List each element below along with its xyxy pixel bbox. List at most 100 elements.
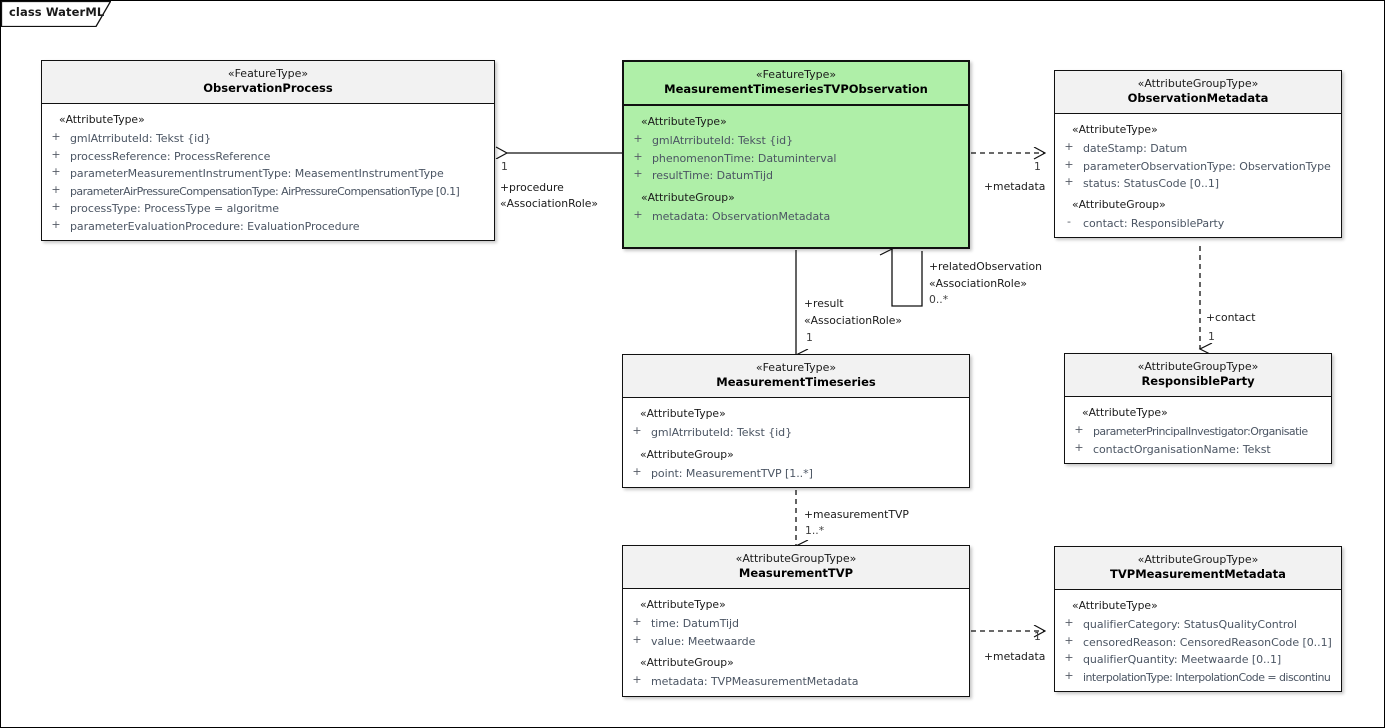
attribute-group-label: «AttributeGroup» — [641, 190, 735, 204]
class-name: MeasurementTimeseries — [716, 375, 876, 389]
attribute-row[interactable]: + phenomenonTime: Datuminterval — [628, 148, 964, 166]
attribute-row[interactable]: + resultTime: DatumTijd — [628, 165, 964, 183]
class-body: «AttributeType» + qualifierCategory: Sta… — [1055, 590, 1341, 691]
attribute-row[interactable]: + status: StatusCode [0..1] — [1059, 173, 1337, 191]
attribute-row[interactable]: + time: DatumTijd — [627, 613, 965, 631]
attribute-text: parameterObservationType: ObservationTyp… — [1083, 159, 1331, 173]
class-header: «FeatureType» MeasurementTimeseriesTVPOb… — [624, 62, 968, 106]
class-stereotype: «FeatureType» — [755, 68, 837, 81]
class-name: MeasurementTVP — [738, 566, 854, 580]
class-measurement-timeseries-tvp-observation[interactable]: «FeatureType» MeasurementTimeseriesTVPOb… — [622, 60, 970, 249]
class-stereotype: «AttributeGroupType» — [1137, 77, 1259, 90]
attribute-row[interactable]: + parameterEvaluationProcedure: Evaluati… — [46, 216, 490, 234]
attribute-visibility: + — [1064, 157, 1074, 171]
attribute-row[interactable]: + dateStamp: Datum — [1059, 138, 1337, 156]
connector-procedure-role: +procedure — [500, 181, 564, 194]
class-measurement-tvp[interactable]: «AttributeGroupType» MeasurementTVP «Att… — [622, 545, 970, 697]
attribute-text: time: DatumTijd — [651, 617, 739, 630]
class-name: TVPMeasurementMetadata — [1110, 567, 1286, 581]
class-body-spacer — [628, 223, 964, 240]
class-body: «AttributeType» + dateStamp: Datum + par… — [1055, 114, 1341, 237]
attribute-row[interactable]: + parameterAirPressureCompensationType: … — [46, 181, 490, 199]
attribute-row[interactable]: + gmlAtrributeId: Tekst {id} — [627, 422, 965, 440]
attribute-row[interactable]: + qualifierQuantity: Meetwaarde [0..1] — [1059, 649, 1337, 667]
attribute-text: contactOrganisationName: Tekst — [1093, 442, 1271, 456]
class-body: «AttributeType» + parameterPrincipalInve… — [1065, 397, 1331, 463]
connector-related-observation-multiplicity: 0..* — [929, 293, 949, 306]
class-header: «FeatureType» MeasurementTimeseries — [623, 355, 969, 398]
attribute-group-label: «AttributeGroup» — [640, 656, 734, 669]
attribute-row[interactable]: + interpolationType: InterpolationCode =… — [1059, 667, 1337, 685]
attribute-text: parameterAirPressureCompensationType: Ai… — [70, 184, 460, 198]
attribute-visibility: + — [51, 200, 61, 213]
class-body: «AttributeType» + time: DatumTijd + valu… — [623, 589, 969, 696]
class-header: «AttributeGroupType» MeasurementTVP — [623, 546, 969, 589]
attribute-visibility: + — [1064, 616, 1074, 629]
attribute-visibility: - — [1067, 214, 1071, 228]
attribute-visibility: + — [1064, 175, 1074, 188]
attribute-text: metadata: TVPMeasurementMetadata — [651, 675, 859, 688]
attribute-visibility: + — [1074, 440, 1084, 454]
attribute-text: gmlAtrributeId: Tekst {id} — [70, 132, 212, 145]
attribute-group-label: «AttributeGroup» — [640, 447, 734, 461]
attribute-row[interactable]: + metadata: TVPMeasurementMetadata — [627, 671, 965, 689]
class-tvp-measurement-metadata[interactable]: «AttributeGroupType» TVPMeasurementMetad… — [1054, 546, 1342, 692]
diagram-title: class WaterML — [9, 5, 105, 19]
attribute-text: phenomenonTime: Datuminterval — [652, 151, 837, 165]
attribute-visibility: + — [633, 132, 643, 145]
attribute-row[interactable]: + parameterMeasurementInstrumentType: Me… — [46, 163, 490, 181]
connector-related-observation-role: +relatedObservation — [929, 260, 1042, 273]
attribute-row[interactable]: + parameterObservationType: ObservationT… — [1059, 156, 1337, 174]
attribute-visibility: + — [51, 217, 61, 231]
attribute-text: interpolationType: InterpolationCode = d… — [1083, 670, 1331, 684]
attribute-row[interactable]: + value: Meetwaarde — [627, 631, 965, 649]
attribute-text: processReference: ProcessReference — [70, 149, 271, 163]
attribute-row[interactable]: + processReference: ProcessReference — [46, 146, 490, 164]
attribute-visibility: + — [1064, 668, 1074, 682]
connector-result-stereotype: «AssociationRole» — [804, 314, 902, 327]
attribute-row[interactable]: + qualifierCategory: StatusQualityContro… — [1059, 614, 1337, 632]
class-stereotype: «AttributeGroupType» — [735, 552, 857, 565]
connector-contact-role: +contact — [1206, 311, 1256, 324]
attribute-text: gmlAtrributeId: Tekst {id} — [652, 134, 794, 147]
class-measurement-timeseries[interactable]: «FeatureType» MeasurementTimeseries «Att… — [622, 354, 970, 488]
connector-metadata-tvp-role: +metadata — [984, 650, 1046, 663]
class-name: MeasurementTimeseriesTVPObservation — [664, 82, 928, 96]
attribute-row[interactable]: + parameterPrincipalInvestigator:Organis… — [1069, 421, 1327, 439]
attribute-visibility: + — [51, 182, 61, 196]
attribute-row[interactable]: + contactOrganisationName: Tekst — [1069, 439, 1327, 457]
attribute-group-label: «AttributeType» — [1072, 599, 1158, 612]
attribute-text: qualifierQuantity: Meetwaarde [0..1] — [1083, 653, 1282, 666]
class-name: ObservationMetadata — [1127, 91, 1269, 105]
attribute-visibility: + — [632, 464, 642, 478]
attribute-row[interactable]: + metadata: ObservationMetadata — [628, 206, 964, 224]
attribute-visibility: + — [51, 165, 61, 178]
attribute-row[interactable]: + processType: ProcessType = algoritme — [46, 198, 490, 216]
attribute-group-label: «AttributeType» — [59, 113, 145, 126]
attribute-group-label: «AttributeType» — [1072, 123, 1158, 136]
class-observation-process[interactable]: «FeatureType» ObservationProcess «Attrib… — [41, 60, 495, 241]
connector-metadata-tvp-multiplicity: 1 — [1034, 630, 1041, 643]
attribute-row[interactable]: - contact: ResponsibleParty — [1059, 213, 1337, 231]
class-header: «AttributeGroupType» ObservationMetadata — [1055, 71, 1341, 114]
attribute-visibility: + — [633, 149, 643, 163]
class-responsible-party[interactable]: «AttributeGroupType» ResponsibleParty «A… — [1064, 353, 1332, 464]
attribute-row[interactable]: + point: MeasurementTVP [1..*] — [627, 463, 965, 481]
attribute-text: point: MeasurementTVP [1..*] — [651, 466, 813, 480]
attribute-text: status: StatusCode [0..1] — [1083, 177, 1220, 190]
attribute-text: parameterEvaluationProcedure: Evaluation… — [70, 219, 360, 233]
attribute-row[interactable]: + gmlAtrributeId: Tekst {id} — [628, 130, 964, 148]
class-header: «FeatureType» ObservationProcess — [42, 61, 494, 104]
attribute-visibility: + — [1074, 423, 1084, 436]
class-observation-metadata[interactable]: «AttributeGroupType» ObservationMetadata… — [1054, 70, 1342, 238]
attribute-row[interactable]: + censoredReason: CensoredReasonCode [0.… — [1059, 632, 1337, 650]
connector-procedure-stereotype: «AssociationRole» — [500, 197, 598, 210]
class-stereotype: «FeatureType» — [755, 361, 837, 374]
attribute-row[interactable]: + gmlAtrributeId: Tekst {id} — [46, 128, 490, 146]
attribute-group-label: «AttributeType» — [640, 598, 726, 611]
attribute-text: parameterPrincipalInvestigator:Organisat… — [1093, 425, 1308, 438]
connector-result-role: +result — [804, 297, 844, 310]
attribute-text: value: Meetwaarde — [651, 634, 756, 648]
connector-related-observation — [892, 249, 923, 307]
